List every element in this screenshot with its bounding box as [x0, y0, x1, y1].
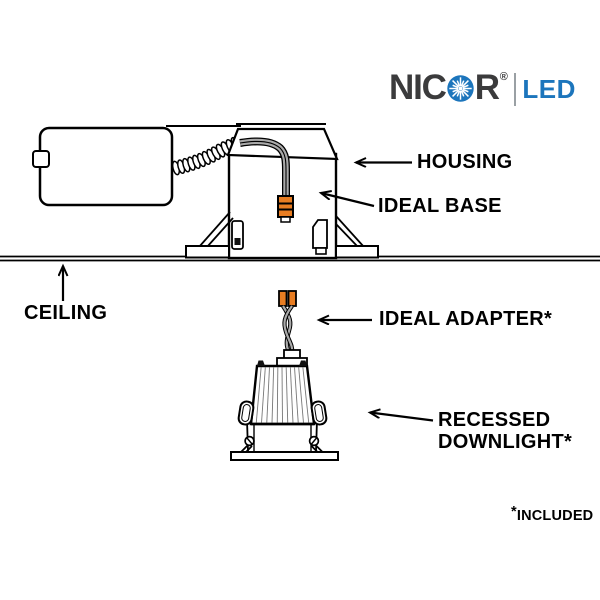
downlight-arrow — [370, 413, 434, 422]
spring-clip-right — [310, 400, 328, 426]
label-recessed-downlight-line2: DOWNLIGHT* — [438, 431, 573, 453]
logo-text-r: R — [474, 68, 500, 107]
label-ceiling: CEILING — [24, 302, 108, 324]
label-recessed-downlight: RECESSED DOWNLIGHT* — [438, 409, 572, 453]
label-ideal-base: IDEAL BASE — [378, 195, 502, 217]
housing-wire — [239, 137, 290, 197]
ideal-adapter-connector — [278, 290, 297, 307]
label-ideal-adapter: IDEAL ADAPTER* — [379, 308, 553, 330]
logo-divider — [513, 72, 517, 106]
quick-connector — [277, 195, 294, 223]
junction-box — [32, 126, 174, 207]
twisted-wires — [281, 304, 295, 353]
logo-starburst-icon — [446, 74, 474, 102]
knockout-port — [32, 150, 50, 168]
spring-clip-left — [237, 400, 255, 426]
nicor-led-logo: NIC R ® LED — [389, 68, 576, 108]
support-braces — [198, 211, 365, 248]
mounting-feet — [185, 245, 379, 259]
logo-text-led: LED — [522, 73, 576, 104]
label-housing: HOUSING — [417, 151, 513, 173]
registered-trademark: ® — [499, 71, 508, 83]
footnote-asterisk: * — [511, 504, 517, 520]
heatsink-fins — [255, 366, 310, 424]
ideal-base-arrow — [321, 193, 375, 208]
logo-text-nic: NIC — [389, 68, 447, 107]
mounting-clips — [231, 219, 328, 255]
footnote-text: INCLUDED — [516, 508, 594, 524]
label-recessed-downlight-line1: RECESSED — [438, 409, 551, 431]
trim-flange — [230, 451, 339, 461]
recessed-downlight — [230, 349, 339, 461]
footnote-included: *INCLUDED — [511, 504, 594, 525]
